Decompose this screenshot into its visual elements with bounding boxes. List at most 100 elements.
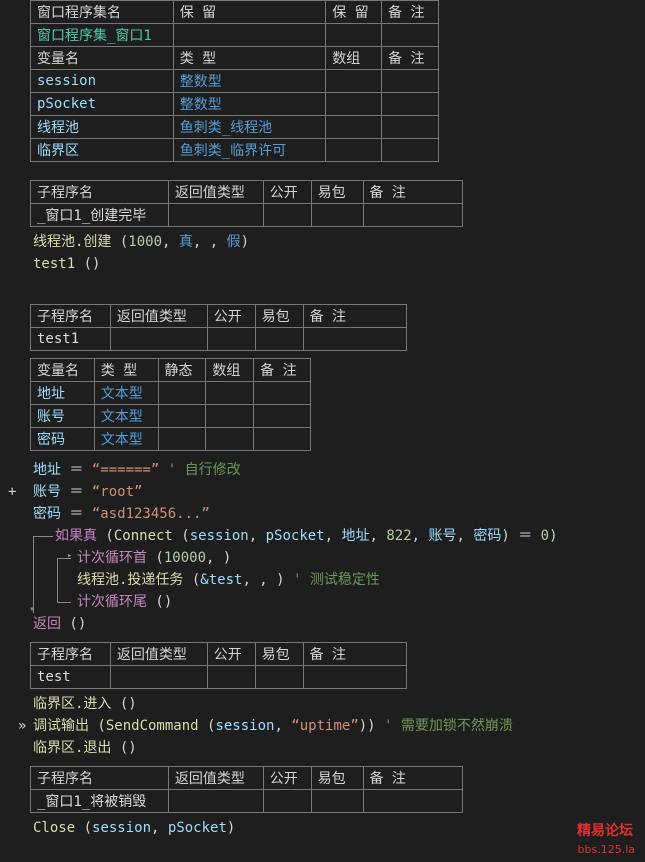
code-token: Close: [33, 820, 76, 836]
code-token: ' 需要加锁不然崩溃: [375, 718, 513, 734]
code-token: Connect: [113, 528, 173, 544]
code-line[interactable]: 账号 ＝ “root”: [33, 481, 142, 503]
col-easy-pkg: 易包: [310, 180, 364, 204]
var-type[interactable]: 文本型: [93, 427, 159, 451]
var-type[interactable]: 鱼刺类_线程池: [172, 115, 327, 139]
code-line[interactable]: test1 (): [33, 253, 100, 275]
code-token: (: [147, 550, 164, 566]
code-line[interactable]: 返回 (): [33, 613, 86, 635]
col-sub-name: 子程序名: [30, 642, 111, 666]
code-token: 线程池.投递任务: [77, 572, 184, 588]
sub-name[interactable]: _窗口1_创建完毕: [30, 203, 169, 227]
code-line[interactable]: 计次循环首 (10000, ): [77, 547, 231, 569]
col-var-static: 静态: [157, 358, 207, 382]
code-token: 密码: [33, 506, 61, 522]
code-line[interactable]: Close (session, pSocket): [33, 817, 235, 839]
var-row[interactable]: pSocket 整数型: [30, 92, 439, 116]
code-token: ,: [411, 528, 429, 544]
col-easy-pkg: 易包: [254, 642, 304, 666]
code-token: 账号: [33, 484, 61, 500]
assembly-name[interactable]: 窗口程序集_窗口1: [30, 23, 174, 47]
code-token: session: [189, 528, 249, 544]
var-row[interactable]: 线程池 鱼刺类_线程池: [30, 115, 439, 139]
code-token: (): [61, 616, 87, 632]
code-token: 密码: [473, 528, 502, 544]
var-type[interactable]: 文本型: [93, 404, 159, 428]
code-token: 0: [540, 528, 550, 544]
col-return-type: 返回值类型: [167, 180, 264, 204]
var-type[interactable]: 整数型: [172, 69, 327, 93]
code-token: “root”: [91, 484, 143, 500]
subroutine-table: 子程序名 返回值类型 公开 易包 备 注 test: [30, 642, 408, 689]
sub-name[interactable]: test1: [30, 327, 111, 351]
var-name[interactable]: 临界区: [30, 138, 174, 162]
code-line[interactable]: 临界区.进入 (): [33, 693, 137, 715]
subroutine-table: 子程序名 返回值类型 公开 易包 备 注 _窗口1_创建完毕: [30, 180, 463, 227]
code-token: , ): [206, 550, 232, 566]
var-name[interactable]: 地址: [30, 381, 95, 405]
code-line[interactable]: 线程池.投递任务 (&test, , ) ' 测试稳定性: [77, 569, 380, 591]
code-line[interactable]: 调试输出 (SendCommand (session, “uptime”)) '…: [33, 715, 513, 737]
code-token: “uptime”: [291, 718, 359, 734]
subroutine-table: 子程序名 返回值类型 公开 易包 备 注 test1: [30, 304, 408, 351]
var-row[interactable]: 密码 文本型: [30, 427, 311, 451]
col-var-type: 类 型: [172, 46, 327, 70]
code-token: ): [226, 820, 236, 836]
sub-name[interactable]: test: [30, 665, 111, 689]
var-type[interactable]: 鱼刺类_临界许可: [172, 138, 327, 162]
code-line[interactable]: 地址 ＝ “======” ' 自行修改: [33, 459, 241, 481]
code-token: (: [75, 820, 93, 836]
code-token: ＝: [61, 506, 92, 522]
col-var-name: 变量名: [30, 358, 95, 382]
code-line[interactable]: 临界区.退出 (): [33, 737, 137, 759]
code-token: (: [111, 234, 129, 250]
expand-marker-icon[interactable]: +: [8, 484, 17, 500]
code-token: pSocket: [167, 820, 227, 836]
var-name[interactable]: 线程池: [30, 115, 174, 139]
col-public: 公开: [206, 642, 256, 666]
code-line[interactable]: 线程池.创建 (1000, 真, , 假): [33, 231, 249, 253]
col-remark: 备 注: [381, 0, 439, 24]
code-token: pSocket: [265, 528, 325, 544]
col-sub-name: 子程序名: [30, 304, 111, 328]
var-name[interactable]: pSocket: [30, 92, 174, 116]
code-token: ,: [324, 528, 342, 544]
var-row[interactable]: 账号 文本型: [30, 404, 311, 428]
code-token: (: [89, 718, 106, 734]
breakpoint-marker-icon[interactable]: »: [18, 718, 27, 734]
var-name[interactable]: 账号: [30, 404, 95, 428]
flow-arrow-icon: ▸: [67, 551, 73, 561]
code-line[interactable]: 如果真 (Connect (session, pSocket, 地址, 822,…: [55, 525, 558, 547]
code-line[interactable]: 密码 ＝ “asd123456...”: [33, 503, 210, 525]
code-token: )): [358, 718, 376, 734]
col-var-array: 数组: [325, 46, 383, 70]
code-token: (): [75, 256, 101, 272]
code-line[interactable]: 计次循环尾 (): [77, 591, 172, 613]
code-token: 地址: [341, 528, 370, 544]
code-token: 如果真: [55, 528, 97, 544]
code-token: 计次循环首: [77, 550, 147, 566]
var-row[interactable]: 临界区 鱼刺类_临界许可: [30, 138, 439, 162]
code-token: session: [92, 820, 152, 836]
loop-flow-line: [57, 558, 71, 559]
var-name[interactable]: session: [30, 69, 174, 93]
code-token: (: [183, 572, 201, 588]
code-token: ,: [456, 528, 474, 544]
code-token: ＝: [61, 462, 92, 478]
col-var-type: 类 型: [93, 358, 159, 382]
col-remark: 备 注: [302, 304, 408, 328]
loop-flow-line: [57, 602, 71, 603]
sub-name[interactable]: _窗口1_将被销毁: [30, 789, 169, 813]
code-token: 计次循环尾: [77, 594, 147, 610]
col-var-name: 变量名: [30, 46, 174, 70]
var-row[interactable]: session 整数型: [30, 69, 439, 93]
var-row[interactable]: 地址 文本型: [30, 381, 311, 405]
code-token: 临界区.退出: [33, 740, 112, 756]
code-token: , ,: [192, 234, 227, 250]
code-token: , , ): [242, 572, 285, 588]
var-type[interactable]: 文本型: [93, 381, 159, 405]
var-type[interactable]: 整数型: [172, 92, 327, 116]
code-token: (): [147, 594, 173, 610]
var-name[interactable]: 密码: [30, 427, 95, 451]
col-sub-name: 子程序名: [30, 766, 169, 790]
